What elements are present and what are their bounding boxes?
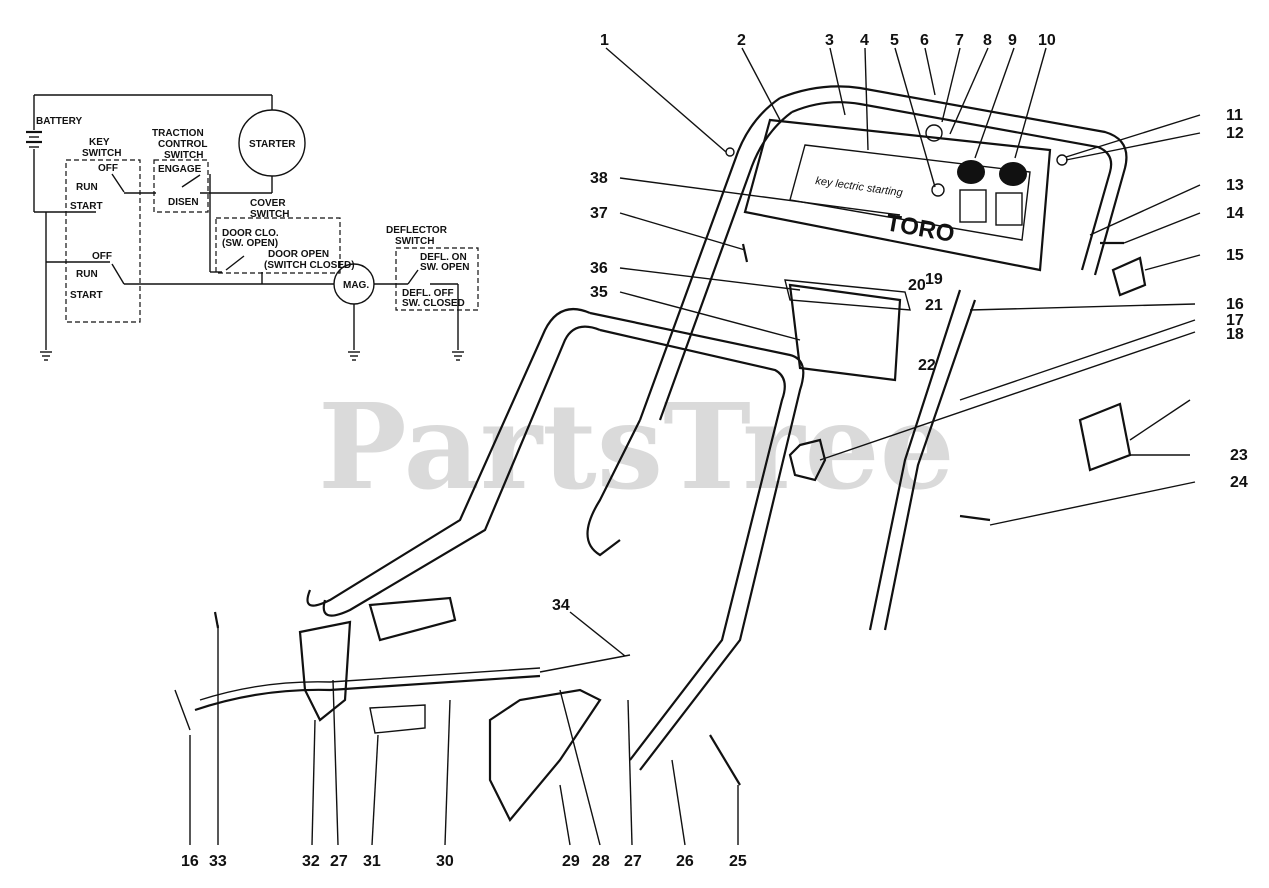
key-start-top: START (70, 201, 103, 212)
callout-8: 8 (983, 32, 992, 49)
callout-17: 17 (1226, 312, 1244, 329)
callout-6: 6 (920, 32, 929, 49)
traction-label-2: CONTROL (158, 139, 207, 150)
callout-34: 34 (552, 597, 570, 614)
callouts: 1 2 3 4 5 6 7 8 9 10 11 12 13 14 15 16 1… (181, 32, 1248, 870)
deflector-label-1: DEFLECTOR (386, 225, 448, 236)
callout-24: 24 (1230, 474, 1248, 491)
callout-22: 22 (918, 357, 936, 374)
engage-label: ENGAGE (158, 164, 202, 175)
cover-label-2: SWITCH (250, 209, 289, 220)
door-closed-2: (SW. OPEN) (222, 238, 278, 249)
key-off-top: OFF (98, 163, 118, 174)
key-switch-label-2: SWITCH (82, 148, 121, 159)
defl-on-1: DEFL. ON (420, 252, 467, 263)
door-open-1: DOOR OPEN (268, 249, 329, 260)
callout-11: 11 (1226, 107, 1243, 124)
callout-16-bottom: 16 (181, 853, 199, 870)
callout-28: 28 (592, 853, 610, 870)
callout-19: 19 (925, 271, 943, 288)
deflector-label-2: SWITCH (395, 236, 434, 247)
key-start-bottom: START (70, 290, 103, 301)
control-panel (743, 118, 1052, 272)
callout-30: 30 (436, 853, 454, 870)
callout-27-left: 27 (330, 853, 348, 870)
callout-37: 37 (590, 205, 608, 222)
callout-23: 23 (1230, 447, 1248, 464)
callout-25: 25 (729, 853, 747, 870)
callout-36: 36 (590, 260, 608, 277)
callout-35: 35 (590, 284, 608, 301)
callout-38: 38 (590, 170, 608, 187)
callout-13: 13 (1226, 177, 1244, 194)
defl-off-1: DEFL. OFF (402, 288, 454, 299)
key-off-bottom: OFF (92, 251, 112, 262)
callout-7: 7 (955, 32, 964, 49)
defl-off-2: SW. CLOSED (402, 298, 465, 309)
key-run-top: RUN (76, 182, 98, 193)
key-switch-label-1: KEY (89, 137, 110, 148)
callout-12: 12 (1226, 125, 1244, 142)
mag-label: MAG. (343, 280, 369, 291)
callout-5: 5 (890, 32, 899, 49)
defl-on-2: SW. OPEN (420, 262, 469, 273)
callout-29: 29 (562, 853, 580, 870)
handle-assembly: key lectric starting TORO (174, 85, 1191, 822)
battery-label: BATTERY (36, 116, 82, 127)
callout-3: 3 (825, 32, 834, 49)
traction-label-3: SWITCH (164, 150, 203, 161)
callout-33: 33 (209, 853, 227, 870)
callout-15: 15 (1226, 247, 1244, 264)
traction-label-1: TRACTION (152, 128, 204, 139)
callout-16-right: 16 (1226, 296, 1244, 313)
callout-2: 2 (737, 32, 746, 49)
callout-31: 31 (363, 853, 381, 870)
door-open-2: (SWITCH CLOSED) (264, 260, 355, 271)
callout-1: 1 (600, 32, 609, 49)
cover-label-1: COVER (250, 198, 286, 209)
starter-label: STARTER (249, 139, 296, 150)
callout-10: 10 (1038, 32, 1056, 49)
panel-text: key lectric starting (815, 175, 905, 199)
callout-27-right: 27 (624, 853, 642, 870)
callout-21: 21 (925, 297, 943, 314)
watermark: PartsTree (318, 377, 955, 516)
door-closed-1: DOOR CLO. (222, 228, 279, 239)
disen-label: DISEN (168, 197, 199, 208)
key-run-bottom: RUN (76, 269, 98, 280)
callout-14: 14 (1226, 205, 1244, 222)
callout-4: 4 (860, 32, 869, 49)
callout-20: 20 (908, 277, 926, 294)
callout-26: 26 (676, 853, 694, 870)
wiring-schematic: BATTERY STARTER KEY SWITCH OFF RUN START… (26, 94, 479, 361)
callout-18: 18 (1226, 326, 1244, 343)
callout-32: 32 (302, 853, 320, 870)
callout-9: 9 (1008, 32, 1017, 49)
